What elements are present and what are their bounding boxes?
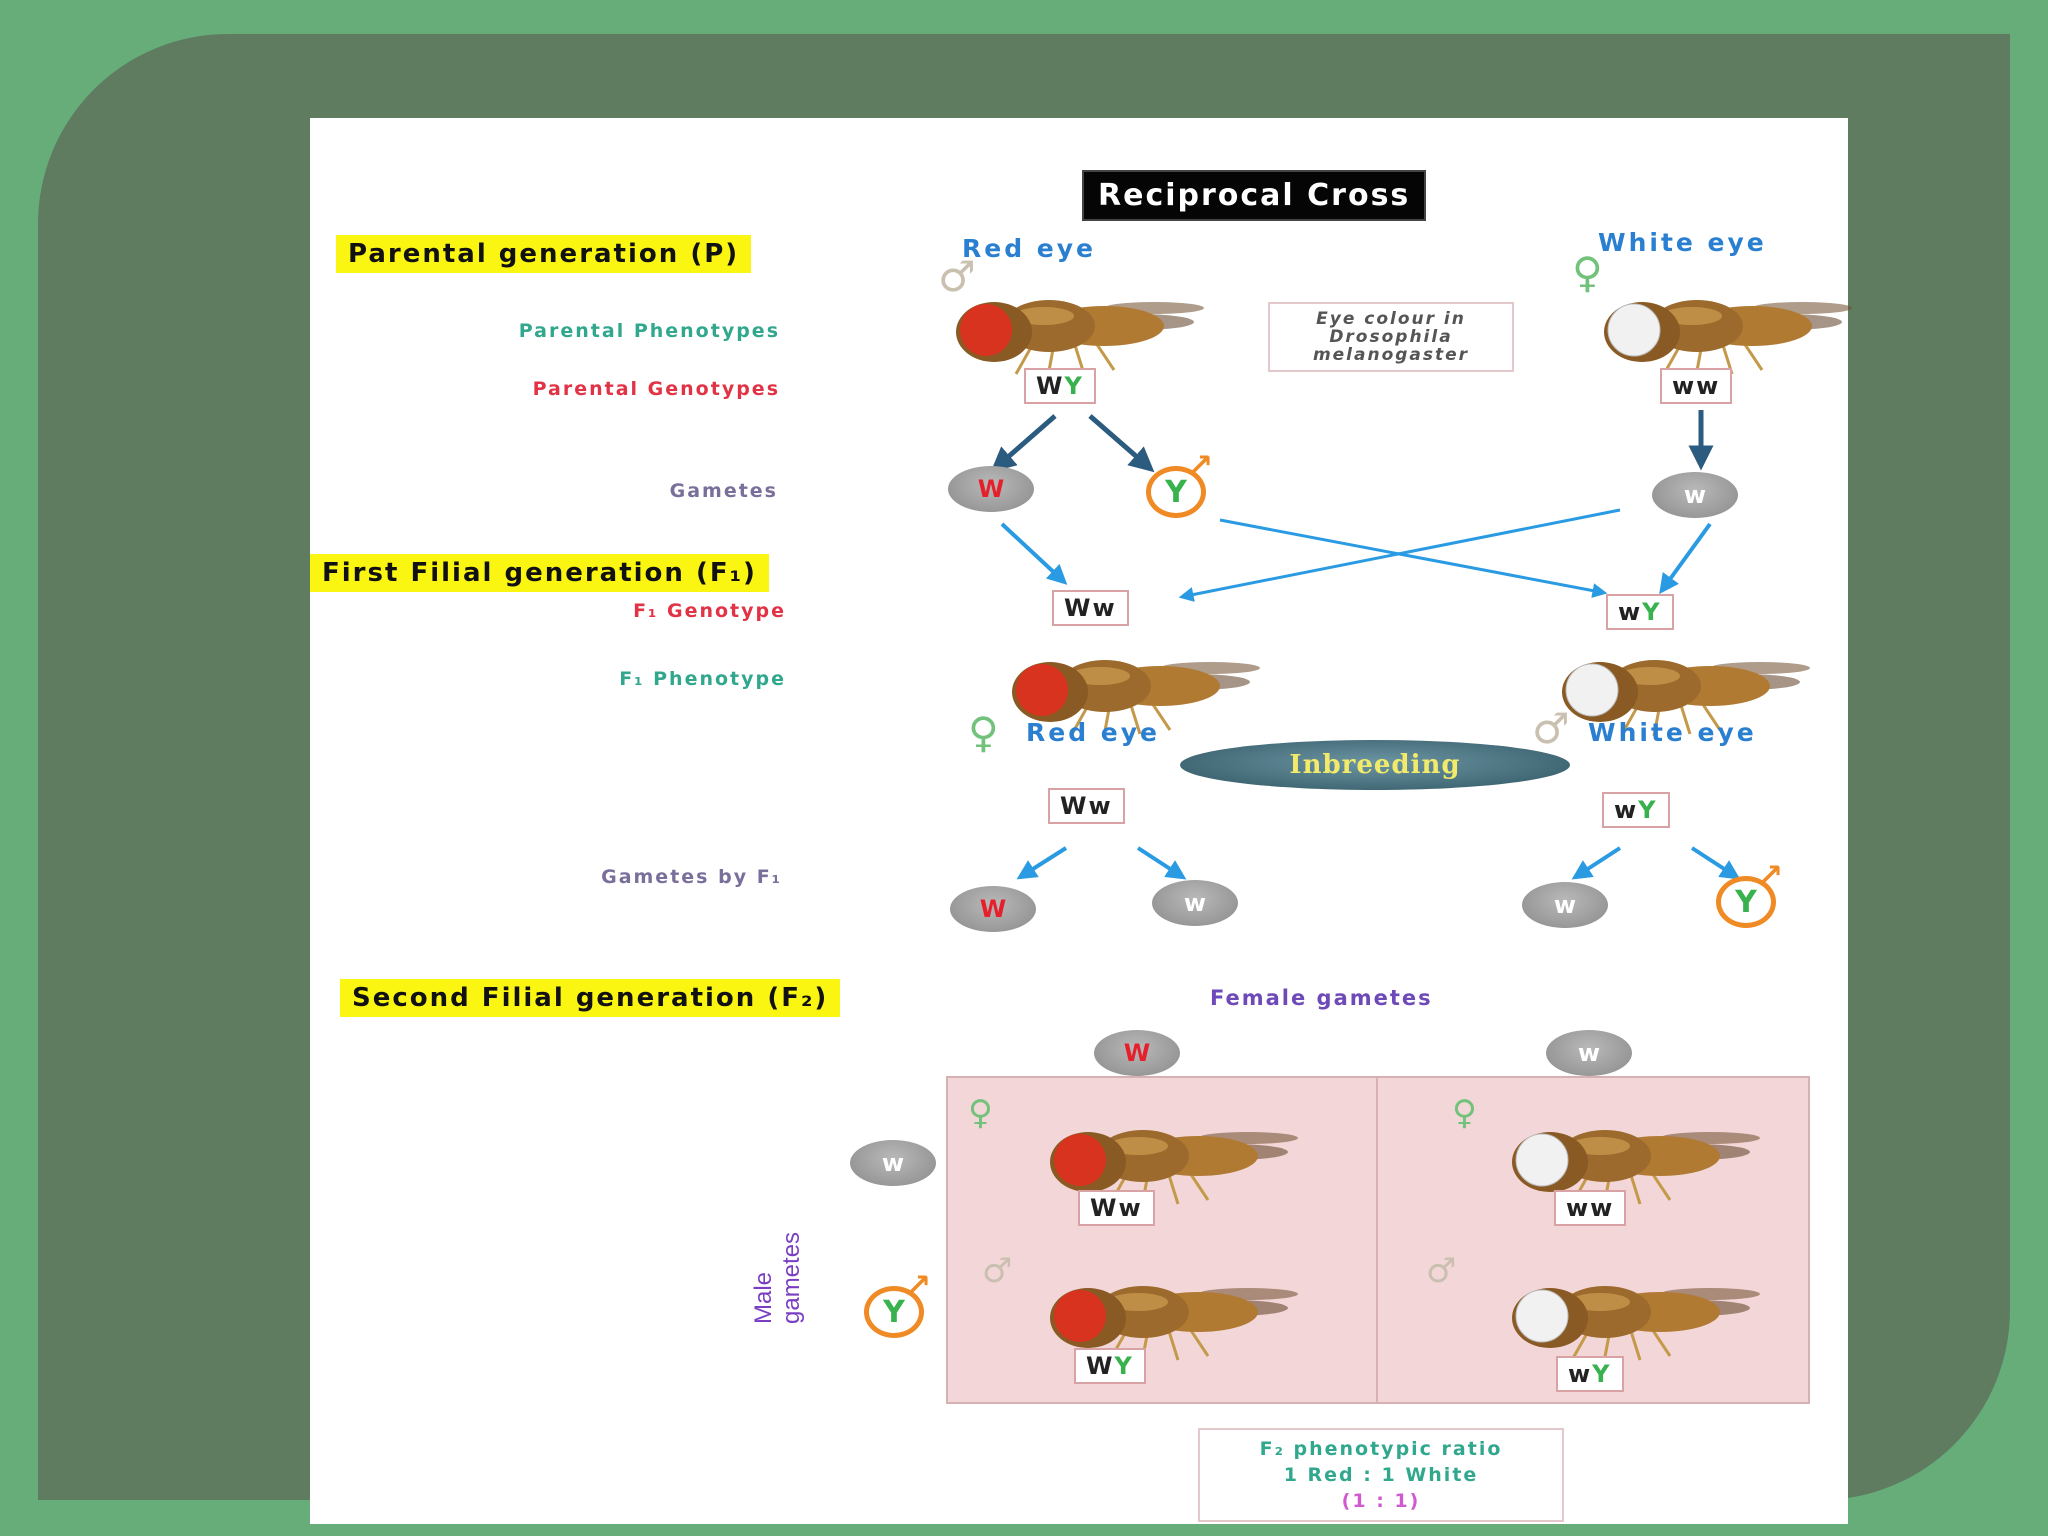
arrow-f1-left-to-w	[1136, 846, 1187, 880]
f1-right-phenotype: White eye	[1588, 718, 1757, 747]
gamete-f1-W: W	[950, 886, 1036, 932]
cell2-fly-white-eye-icon	[1510, 1128, 1762, 1208]
gamete-p-W: W	[948, 466, 1034, 512]
arrow-w-to-f1-right	[1659, 522, 1712, 595]
gamete-f1-w-left: w	[1152, 880, 1238, 926]
punnett-female-gamete-W: W	[1094, 1030, 1180, 1076]
male-symbol-icon: ♂	[938, 252, 976, 301]
arrow-p-left-to-Y	[1088, 414, 1155, 473]
gamete-f1-Y-male-icon: Y ↗	[1710, 858, 1790, 928]
cell4-male-symbol-icon: ♂	[1426, 1251, 1457, 1291]
f1-right-genotype: wY	[1606, 594, 1674, 630]
label-parental-genotypes: Parental Genotypes	[532, 378, 780, 400]
banner-f1: First Filial generation (F₁)	[310, 554, 769, 592]
diagram-title: Reciprocal Cross	[1082, 170, 1427, 221]
punnett-divider	[1376, 1078, 1378, 1402]
cell1-female-symbol-icon: ♀	[968, 1093, 993, 1133]
cell4-fly-white-eye-icon	[1510, 1284, 1762, 1364]
f1-cross-right-genotype: wY	[1602, 792, 1670, 828]
f1-cross-left-genotype: Ww	[1048, 788, 1125, 824]
punnett-square: ♀ Ww ♀ ww ♂ WY ♂ wY	[946, 1076, 1810, 1404]
arrow-f1-right-to-w	[1571, 846, 1622, 880]
arrow-f1-left-to-W	[1016, 846, 1068, 880]
inbreeding-label: Inbreeding	[1180, 740, 1570, 790]
f1-male-symbol-icon: ♂	[1532, 704, 1570, 753]
phenotypic-ratio-box: F₂ phenotypic ratio 1 Red : 1 White (1 :…	[1198, 1428, 1564, 1522]
label-f1-phenotype: F₁ Phenotype	[619, 668, 786, 690]
arrow-Y-to-f1-right	[1219, 518, 1608, 598]
arrow-layer	[990, 410, 1741, 880]
f1-left-genotype: Ww	[1052, 590, 1129, 626]
punnett-male-gamete-Y-icon: Y ↗	[858, 1268, 938, 1338]
punnett-male-gamete-w: w	[850, 1140, 936, 1186]
cell2-female-symbol-icon: ♀	[1452, 1093, 1477, 1133]
arrow-W-to-f1-left	[1000, 522, 1068, 585]
slide-frame: Reciprocal Cross Parental generation (P)…	[38, 34, 2010, 1524]
fly-parent-white-eye-icon	[1602, 298, 1854, 378]
cell3-male-symbol-icon: ♂	[982, 1251, 1013, 1291]
parent-right-phenotype: White eye	[1598, 228, 1767, 257]
label-male-gametes: Male gametes	[750, 1231, 805, 1324]
label-gametes: Gametes	[669, 480, 778, 502]
diagram-sheet: Reciprocal Cross Parental generation (P)…	[310, 118, 1854, 1524]
female-symbol-icon: ♀	[1572, 248, 1603, 297]
fly-f1-red-eye-icon	[1010, 658, 1262, 738]
gamete-p-w: w	[1652, 472, 1738, 518]
cell1-genotype: Ww	[1078, 1190, 1155, 1226]
label-female-gametes: Female gametes	[1210, 986, 1433, 1010]
eye-colour-note: Eye colour in Drosophila melanogaster	[1268, 302, 1514, 372]
cell3-genotype: WY	[1074, 1348, 1146, 1384]
label-gametes-by-f1: Gametes by F₁	[601, 866, 782, 888]
banner-parental: Parental generation (P)	[336, 235, 752, 273]
f1-left-phenotype: Red eye	[1026, 718, 1161, 747]
fly-f1-white-eye-icon	[1560, 658, 1812, 738]
fly-parent-red-eye-icon	[954, 298, 1206, 378]
banner-f2: Second Filial generation (F₂)	[340, 979, 841, 1017]
label-parental-phenotypes: Parental Phenotypes	[518, 320, 780, 342]
f1-female-symbol-icon: ♀	[968, 708, 999, 757]
label-f1-genotype: F₁ Genotype	[633, 600, 786, 622]
punnett-female-gamete-w: w	[1546, 1030, 1632, 1076]
parent-right-genotype: ww	[1660, 368, 1733, 404]
parent-left-genotype: WY	[1024, 368, 1096, 404]
arrow-w-to-f1-left	[1178, 508, 1621, 602]
cell4-genotype: wY	[1556, 1356, 1624, 1392]
parent-left-phenotype: Red eye	[962, 234, 1097, 263]
gamete-p-Y-male-icon: Y ↗	[1140, 448, 1220, 518]
cell3-fly-red-eye-icon	[1048, 1284, 1300, 1364]
gamete-f1-w-right: w	[1522, 882, 1608, 928]
cell1-fly-red-eye-icon	[1048, 1128, 1300, 1208]
arrow-p-left-to-W	[990, 414, 1057, 473]
cell2-genotype: ww	[1554, 1190, 1627, 1226]
arrow-f1-right-to-Y	[1690, 846, 1741, 880]
